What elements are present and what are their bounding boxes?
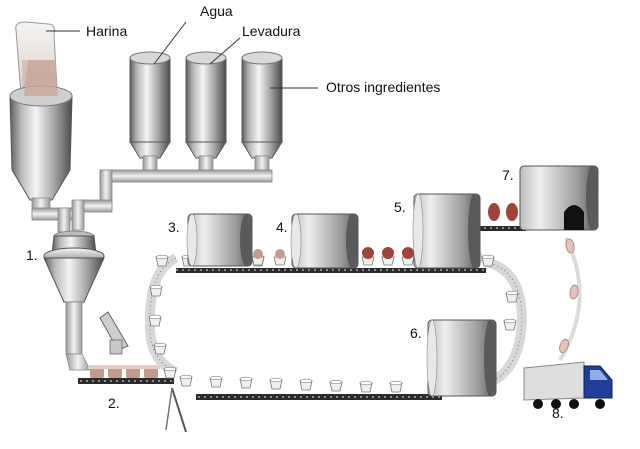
yeast-silo-icon [185,51,227,173]
step-5-label: 5. [394,199,406,215]
step-1-label: 1. [26,247,38,263]
step-6-label: 6. [410,325,422,341]
label-harina: Harina [86,23,127,39]
mixer-icon [43,230,105,371]
ingredient-pipes [31,169,273,233]
dough-pieces [88,365,160,378]
label-levadura: Levadura [242,23,301,39]
label-agua: Agua [200,3,233,19]
flour-hopper [9,60,73,213]
step-3-label: 3. [168,219,180,235]
step-4-label: 4. [276,219,288,235]
step-7-label: 7. [502,167,514,183]
bread-in-cups [361,246,415,266]
truck-icon [523,361,613,409]
step-8-label: 8. [552,405,564,421]
label-otros-ingredientes: Otros ingredientes [326,79,440,95]
other-ingredients-silo-icon [241,51,283,173]
step-2-label: 2. [108,395,120,411]
bread-loaves [488,203,518,221]
dough-in-cups [251,248,287,266]
packaging-7-icon [519,165,599,231]
cooler-6-icon [426,319,497,397]
label-leaders [153,21,318,89]
oven-5-icon [412,193,481,269]
water-silo-icon [129,51,171,173]
dough-divider [99,311,187,433]
proofer-3-icon [186,213,253,267]
packaged-bread [558,237,582,362]
proofer-4-icon [290,213,359,269]
